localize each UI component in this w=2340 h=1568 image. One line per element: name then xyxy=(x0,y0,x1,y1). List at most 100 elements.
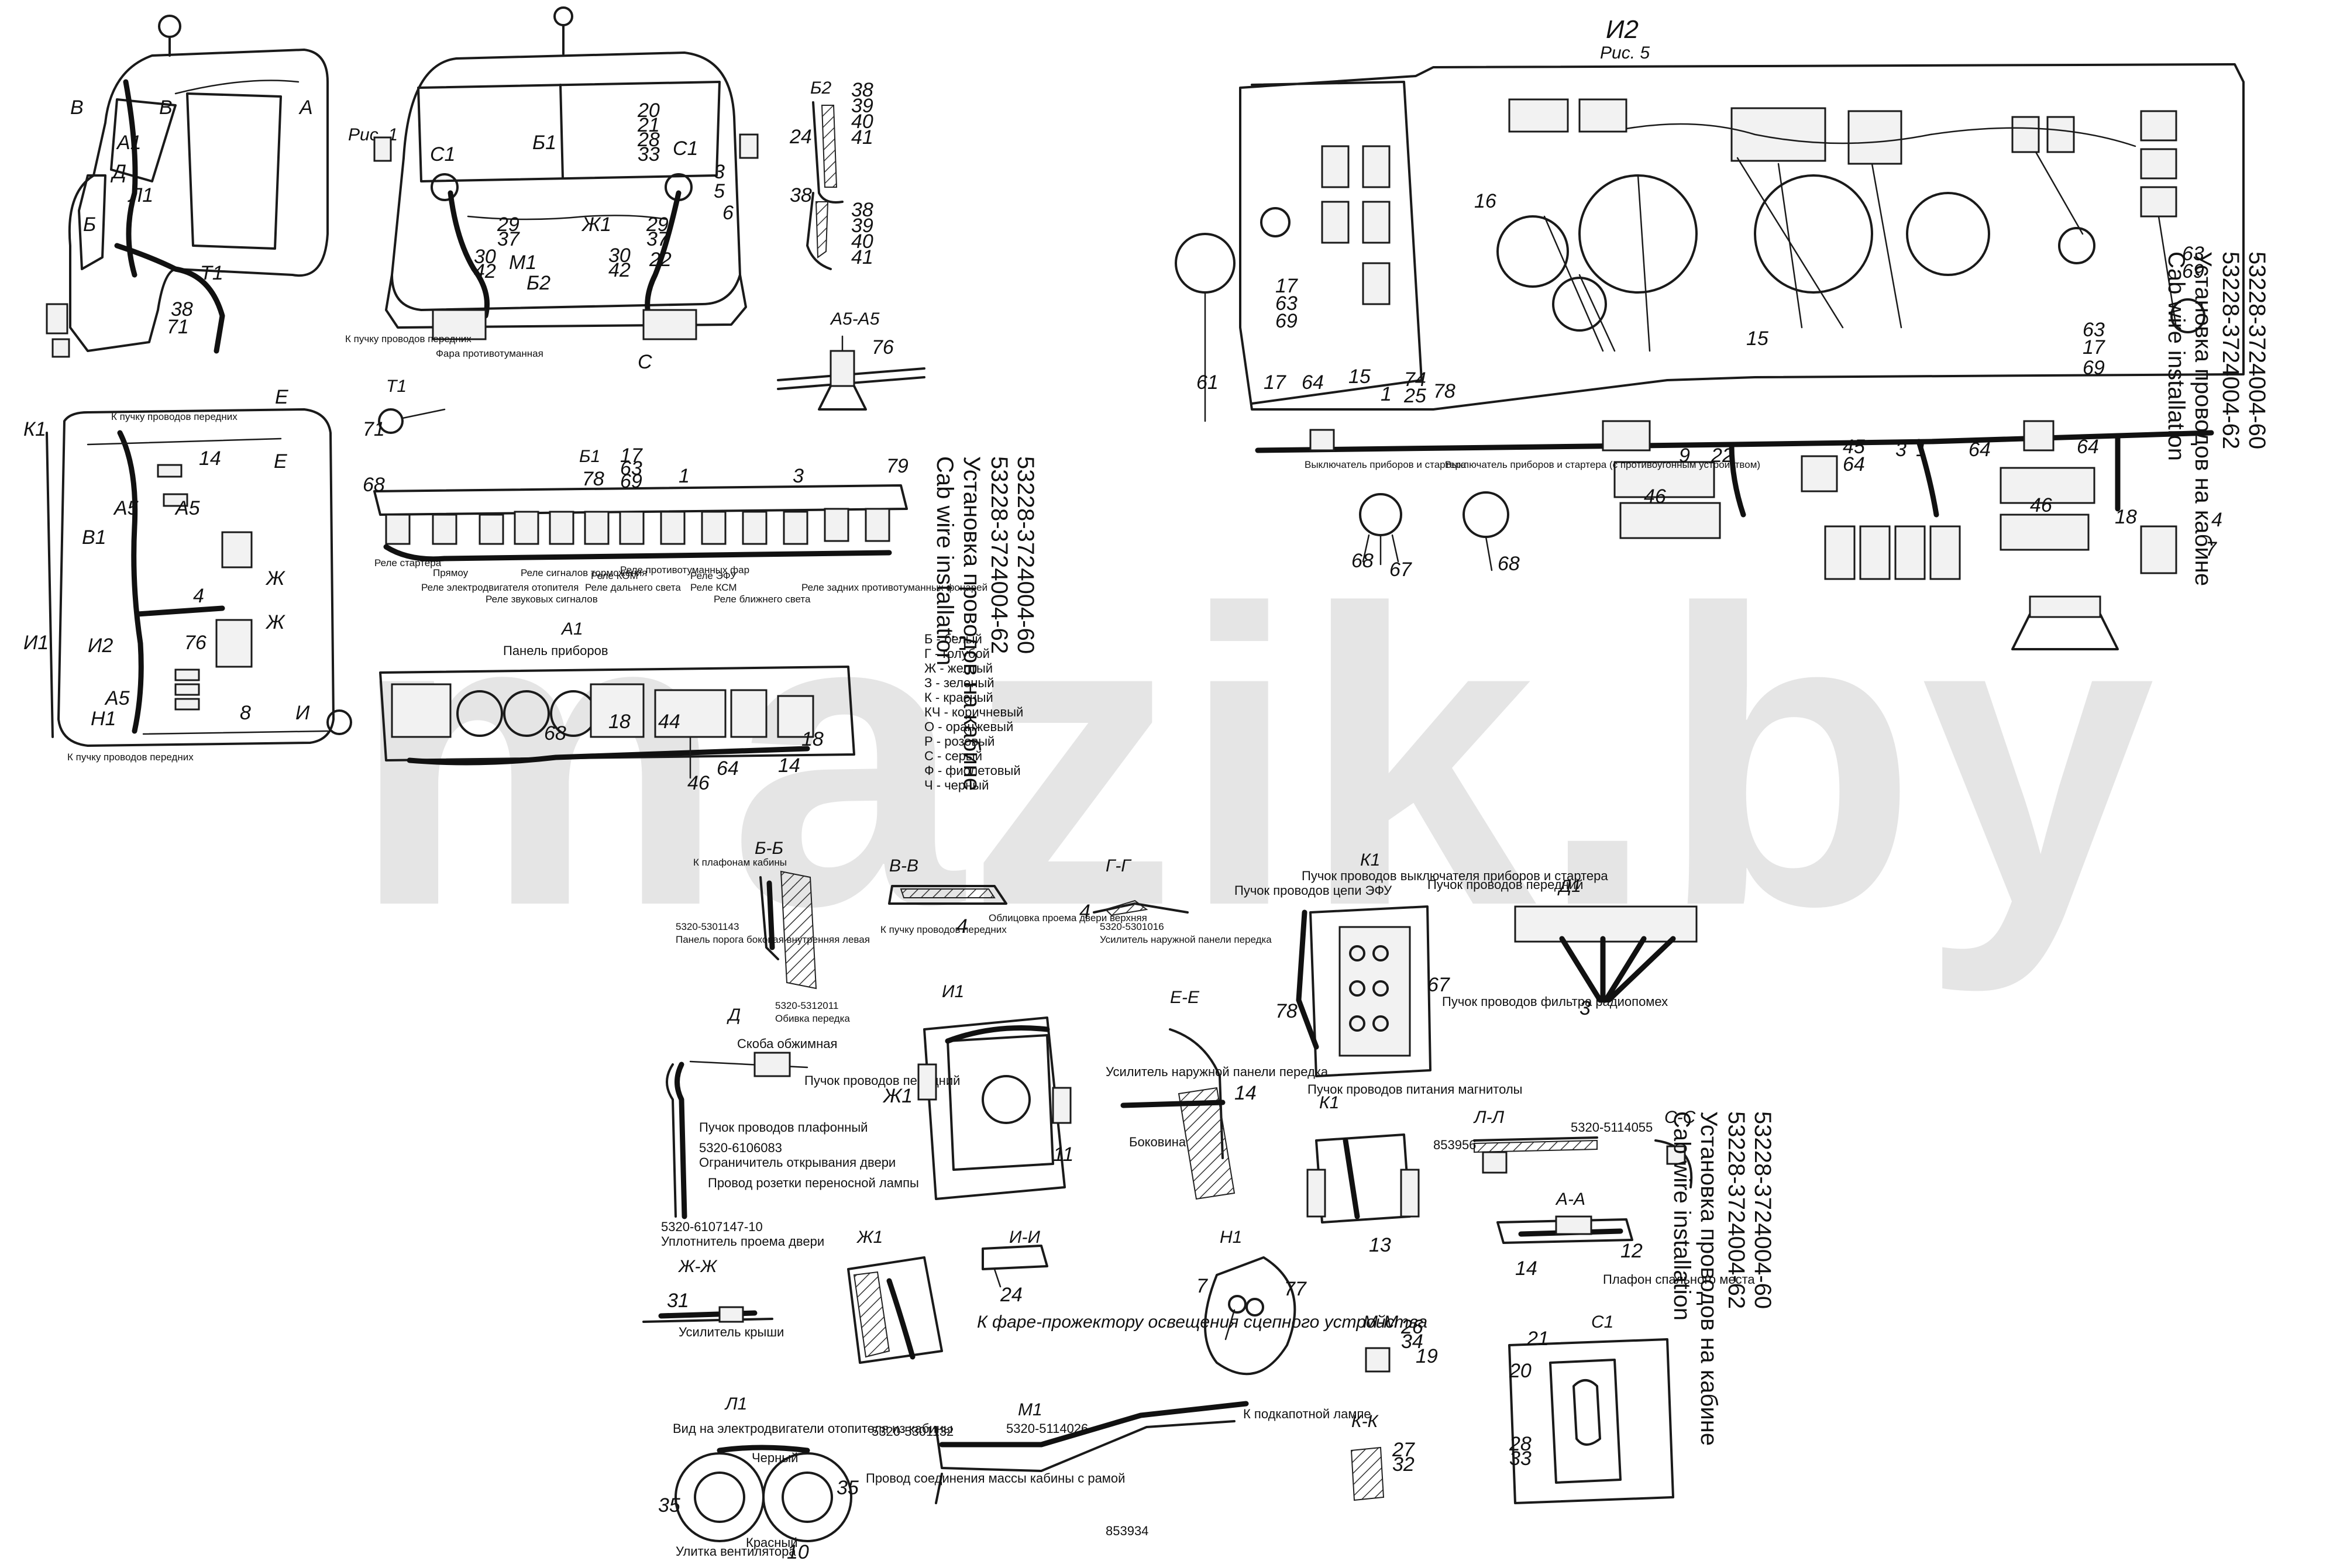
part-69d: 69 xyxy=(2182,260,2204,282)
callout-skoba: Скоба обжимная xyxy=(737,1036,837,1051)
relay-kom: Реле КОМ xyxy=(591,570,638,581)
relay-direct: Прямоу xyxy=(433,567,469,578)
part-46c: 46 xyxy=(2030,494,2052,516)
title-ru-b: Установка проводов на кабине xyxy=(1696,1111,1722,1446)
label-zh1-b: Ж1 xyxy=(882,1085,913,1107)
detail-b1-relays: Б1 68 78 17 63 69 1 3 79 Реле стартера П… xyxy=(363,444,987,605)
part-42a: 42 xyxy=(474,260,496,282)
detail-n1: Н1 7 77 xyxy=(1196,1228,1307,1376)
section-ii-label: И-И xyxy=(1009,1228,1040,1247)
part-34: 34 xyxy=(1401,1331,1423,1353)
code-60-b: 53228-3724004-60 xyxy=(1750,1111,1775,1309)
section-mm: М-М 26 34 19 xyxy=(1363,1312,1438,1373)
callout-usil2: Усилитель наружной панели передка xyxy=(1106,1064,1329,1079)
part-1c: 1 xyxy=(1916,439,1927,461)
part-3d: 3 xyxy=(1895,439,1907,461)
legend-item-4: К - красный xyxy=(924,690,993,705)
part-78b: 78 xyxy=(1275,1000,1298,1022)
callout-g1-d: Пучок проводов фильтра радиопомех xyxy=(1442,994,1668,1009)
part-40d: 40 xyxy=(851,230,873,253)
title-en-a: Cab wire installation xyxy=(932,456,958,666)
callout-fog-lamp: Фара противотуманная xyxy=(436,348,543,359)
callout-heater: Вид на электродвигатели отопителя из каб… xyxy=(673,1421,953,1436)
callout-bumper: К подкапотной лампе xyxy=(1243,1407,1371,1421)
part-78a: 78 xyxy=(582,468,604,490)
relay-brake: Реле сигналов торможения xyxy=(521,567,647,578)
part-77a: 67 xyxy=(1427,974,1450,996)
section-mm-label: М-М xyxy=(1363,1312,1398,1332)
part-17c: 17 xyxy=(1264,371,1286,394)
section-t1: Т1 xyxy=(386,377,407,396)
callout-m1-c: 853934 xyxy=(1106,1524,1148,1538)
part-46b: 46 xyxy=(1644,485,1666,508)
part-17a: 17 xyxy=(620,444,643,467)
callout-limiter: Ограничитель открывания двери xyxy=(699,1155,896,1170)
section-aa-label: А-А xyxy=(1555,1190,1585,1209)
part-22b: 22 xyxy=(1711,444,1733,467)
relay-high-beam: Реле дальнего света xyxy=(585,582,681,593)
relay-starter: Реле стартера xyxy=(374,557,442,568)
part-4c: 4 xyxy=(1079,901,1090,923)
part-68a: 68 xyxy=(363,474,385,496)
part-31: 31 xyxy=(667,1290,689,1312)
ignition-switches: Выключатель приборов и стартера 68 67 Вы… xyxy=(1305,459,1760,581)
part-5: 5 xyxy=(714,180,725,202)
label-i1-detail: И1 xyxy=(942,982,964,1001)
label-v: В xyxy=(70,97,84,119)
callout-ll-code2: 853956 xyxy=(1433,1138,1476,1152)
label-e2: Е xyxy=(274,450,287,473)
section-bb: Б-Б К плафонам кабины 5320-5301143 Панел… xyxy=(676,839,870,1024)
section-ii: И-И 24 К фаре-прожектору освещения сцепн… xyxy=(977,1228,1427,1332)
callout-g1-a: Пучок проводов цепи ЭФУ xyxy=(1234,883,1392,898)
callout-plafon-bundle: Пучок проводов плафонный xyxy=(699,1120,868,1135)
section-b1: Б1 xyxy=(579,447,600,466)
label-l1-detail: Л1 xyxy=(724,1394,747,1414)
callout-m1-a: 5320-5301132 xyxy=(872,1424,954,1439)
part-45: 45 xyxy=(1843,436,1865,458)
part-68b: 68 xyxy=(544,722,566,745)
label-m1-detail: М1 xyxy=(1018,1400,1042,1419)
part-63b: 63 xyxy=(1275,292,1298,315)
section-kk-label: К-К xyxy=(1351,1412,1379,1431)
part-18c: 18 xyxy=(2115,506,2137,528)
detail-l1: Л1 Вид на электродвигатели отопителя из … xyxy=(658,1394,953,1563)
relay-row xyxy=(385,508,890,545)
part-17b: 17 xyxy=(1275,275,1298,297)
callout-usil-code: 5320-5301016 xyxy=(1100,921,1164,932)
part-38a: 38 xyxy=(171,298,193,321)
part-14c: 14 xyxy=(1234,1082,1257,1104)
part-24b: 24 xyxy=(789,126,812,148)
callout-obivka: Обивка передка xyxy=(775,1013,850,1024)
section-bb-label: Б-Б xyxy=(755,839,783,858)
part-14d: 14 xyxy=(1515,1257,1537,1280)
wire-color-legend: Б - белый Г - голубой Ж - желтый З - зел… xyxy=(924,632,1023,792)
part-68c: 68 xyxy=(1351,550,1374,572)
part-74: 25 xyxy=(1403,385,1426,407)
callout-roof: Усилитель крыши xyxy=(679,1325,784,1339)
part-79: 79 xyxy=(886,455,909,477)
part-16: 16 xyxy=(1474,190,1496,212)
section-ss: С-С xyxy=(1654,1108,1696,1188)
section-ll-label: Л-Л xyxy=(1473,1108,1505,1127)
label-l1: Л1 xyxy=(128,184,153,206)
part-25: 9 xyxy=(1679,444,1690,467)
section-kk: К-К 27 32 xyxy=(1350,1412,1415,1501)
detail-t1: Т1 71 xyxy=(363,377,446,440)
detail-i1: И1 Ж1 11 xyxy=(882,982,1073,1200)
part-63a: 63 xyxy=(620,457,642,480)
cab-interior-front: К1 Е Е В1 А5 А5 И1 И2 Ж Ж А5 Н1 И 14 4 8… xyxy=(23,386,352,763)
part-77b: 67 xyxy=(1389,559,1412,581)
part-42b: 42 xyxy=(608,259,631,281)
part-30a: 30 xyxy=(474,246,496,268)
title-en-c: Cab wire installation xyxy=(2163,251,2189,461)
part-28: 28 xyxy=(637,129,660,151)
label-t1: Т1 xyxy=(200,262,223,284)
label-a5c: А5 xyxy=(104,687,130,709)
callout-socket: Провод розетки переносной лампы xyxy=(708,1176,919,1190)
callout-g1-c: Пучок проводов передний xyxy=(1427,877,1583,892)
callout-front-bundle-2: К пучку проводов передних xyxy=(67,752,194,763)
part-4a: 4 xyxy=(193,585,204,607)
figure-5-label: Рис. 5 xyxy=(1600,43,1650,63)
part-4b: 4 xyxy=(956,915,968,938)
